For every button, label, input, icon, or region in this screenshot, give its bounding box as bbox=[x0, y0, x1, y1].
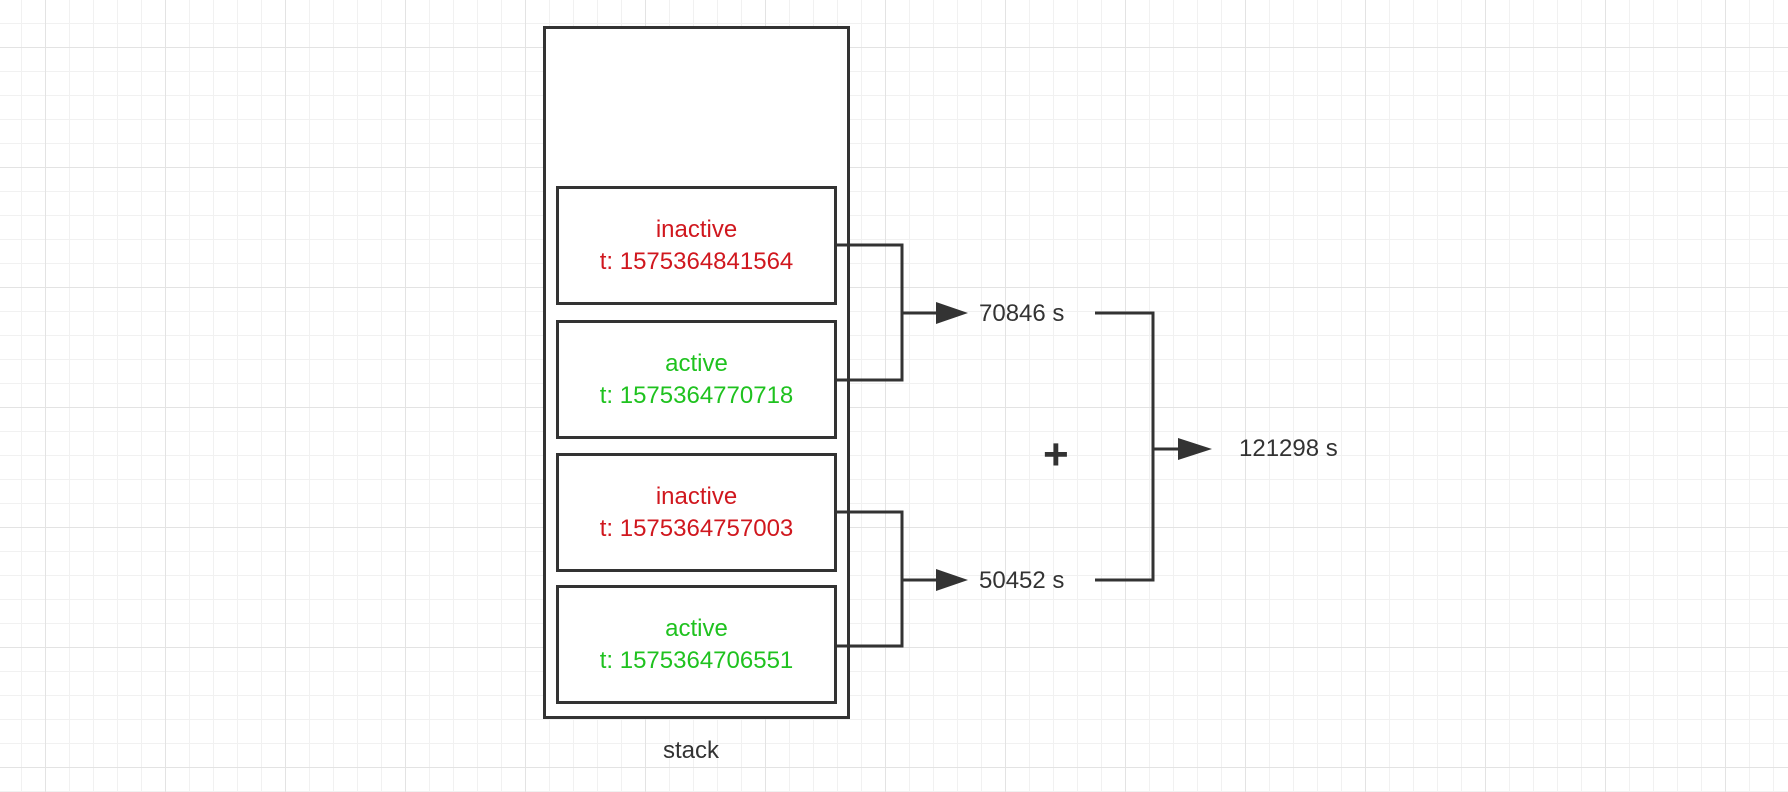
stack-label: stack bbox=[663, 737, 720, 764]
upper-arrowhead bbox=[936, 302, 968, 324]
duration-total: 121298 s bbox=[1239, 435, 1338, 462]
frame-timestamp: t: 1575364841564 bbox=[599, 247, 794, 275]
frame-timestamp: t: 1575364770718 bbox=[599, 381, 794, 409]
frame-timestamp: t: 1575364757003 bbox=[599, 514, 794, 542]
sum-bracket-line bbox=[1095, 311, 1155, 582]
lower-arrowhead bbox=[936, 569, 968, 591]
frame-state-label: active bbox=[665, 614, 728, 642]
upper-bracket-line bbox=[837, 243, 904, 382]
stack-frame-active-2: active t: 1575364706551 bbox=[556, 585, 837, 704]
frame-state-label: inactive bbox=[655, 215, 738, 243]
lower-bracket-line bbox=[837, 510, 904, 648]
stack-frame-active-1: active t: 1575364770718 bbox=[556, 320, 837, 439]
stack-frame-inactive-2: inactive t: 1575364757003 bbox=[556, 453, 837, 572]
duration-second: 50452 s bbox=[979, 567, 1065, 594]
duration-first: 70846 s bbox=[979, 300, 1065, 327]
frame-state-label: inactive bbox=[655, 482, 738, 510]
stack-frame-inactive-1: inactive t: 1575364841564 bbox=[556, 186, 837, 305]
plus-operator: + bbox=[1043, 430, 1069, 479]
sum-arrowhead bbox=[1178, 438, 1212, 460]
frame-state-label: active bbox=[665, 349, 728, 377]
frame-timestamp: t: 1575364706551 bbox=[599, 646, 794, 674]
